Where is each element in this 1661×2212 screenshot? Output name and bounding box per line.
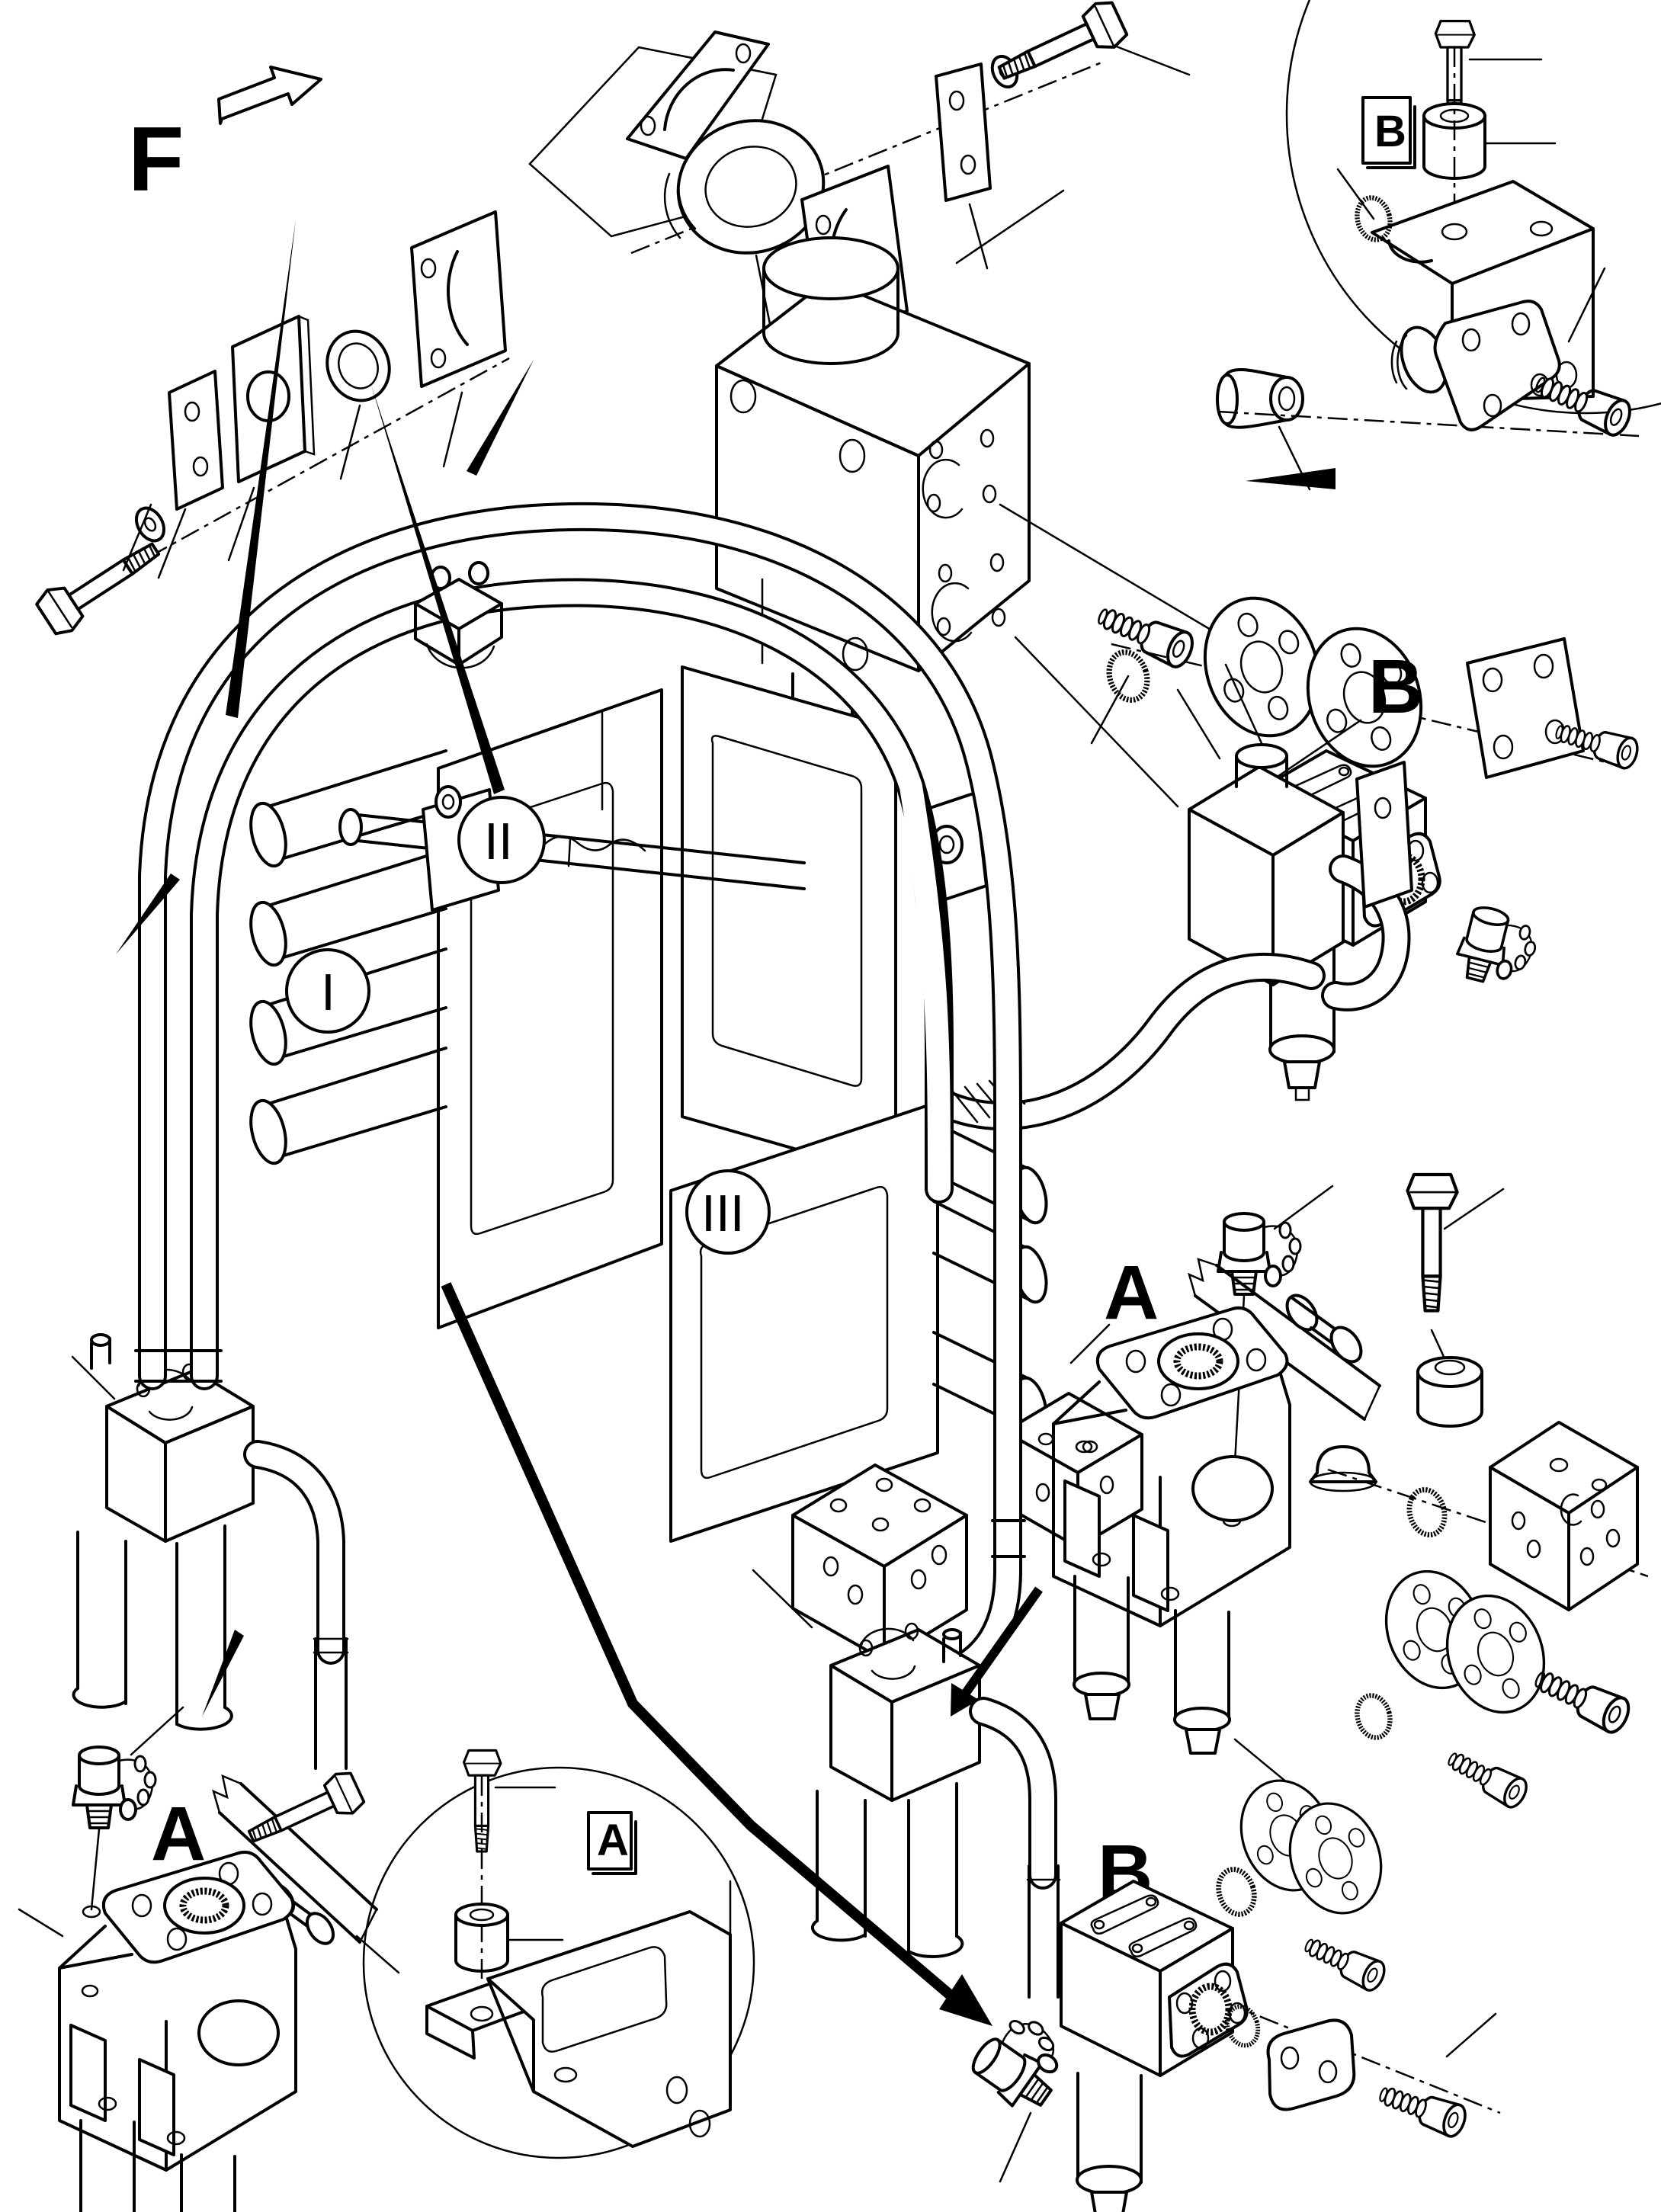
block-face-ports [922, 428, 1006, 643]
filter-assembly-bottom-right: B [963, 1738, 1501, 2212]
leader-line [1468, 58, 1557, 145]
elbow-tube [243, 1440, 349, 1770]
socket-head-bolt [1298, 1928, 1390, 1996]
leader-line [355, 1935, 400, 1974]
clamp-half-upper [626, 30, 770, 160]
marker-leader-squiggle [543, 835, 646, 852]
leader-line [752, 1569, 813, 1629]
section-markers: I II III [285, 796, 771, 1255]
arrow-to-clamp-assembly [226, 220, 296, 718]
boxed-label-b: B [1361, 96, 1416, 169]
view-arrow-outline [217, 66, 322, 125]
assembly-label: A [1104, 1250, 1159, 1335]
leader-line [1069, 1185, 1505, 1364]
mounting-bracket [425, 1910, 732, 2148]
leader-line [494, 1786, 564, 1941]
elbow-tube [969, 1697, 1061, 1999]
lubricator-assembly-mid-right: A [1053, 1175, 1649, 1813]
o-ring [1352, 1692, 1394, 1742]
clamp-plate [935, 63, 992, 202]
arrow-to-left-manifold [116, 874, 180, 954]
marker-circle-1 [285, 948, 370, 1034]
thick-leader-arrows [116, 220, 1043, 2026]
detail-boundary-circle [1285, 0, 1661, 415]
clamp-plate [168, 370, 224, 511]
washer [134, 506, 166, 543]
arrow-to-block [467, 360, 534, 476]
hex-bolt [463, 1749, 502, 1853]
arrow-to-manifold-head [951, 1683, 979, 1717]
split-flange-filter-row: B [1090, 582, 1643, 1100]
bottom-center-manifold [752, 1569, 1061, 1999]
detail-circle-bottom-center: A [362, 1749, 755, 2159]
view-label-f: F [128, 108, 184, 210]
fitting-parts-row-upper [1216, 168, 1640, 491]
svg-text:III: III [701, 1187, 745, 1243]
return-filter-unit [1061, 1881, 1247, 2212]
block-top-boss [762, 236, 899, 365]
clamp-half-lower [410, 210, 507, 388]
braid-hatching [951, 1076, 1026, 1124]
spacer-bushing [454, 1903, 509, 1973]
lubricator-assembly-bottom-left: A [18, 1706, 400, 2212]
adapter-plate [1466, 637, 1585, 779]
gland-spacer [1416, 1329, 1483, 1428]
hose-collar [134, 1349, 1026, 1558]
socket-head-bolt [1441, 1742, 1532, 1813]
socket-head-bolt [1528, 1660, 1635, 1738]
port-block-cube [1489, 1421, 1639, 1611]
socket-head-bolt [1374, 2076, 1471, 2141]
hex-bolt-long [1408, 1175, 1457, 1311]
assembly-label: A [151, 1791, 206, 1877]
marker-circle-2 [457, 796, 546, 884]
leader-line [1090, 675, 1130, 745]
leader-line [1336, 168, 1375, 220]
svg-text:I: I [321, 966, 335, 1022]
o-ring [1405, 1486, 1450, 1539]
plug-fitting [1216, 367, 1304, 429]
dual-lubricator-unit [1053, 1308, 1290, 1753]
mounting-strip [212, 1774, 378, 1944]
arrow-to-pipe-ring [371, 385, 505, 794]
view-direction-marker: F [128, 66, 322, 210]
leader-line [1567, 267, 1606, 343]
left-elbow-manifold [71, 913, 349, 1770]
valve-section-2 [681, 578, 988, 1179]
valve-bank-assembly [249, 578, 1413, 1662]
plug-dome [1309, 1445, 1377, 1492]
relief-valve-block [1176, 663, 1413, 1011]
arrow-to-filter-b-head [939, 1974, 992, 2026]
flange-fitting [1390, 300, 1561, 431]
hex-bolt [31, 527, 170, 641]
clamp-block [231, 315, 316, 483]
grease-fitting [1451, 902, 1544, 993]
main-hose-arcs [134, 502, 1026, 1695]
direction-arrow-small [1246, 468, 1336, 489]
arrow-to-manifold-shaft [958, 1586, 1043, 1701]
arrow-to-bottom-left-assembly [202, 1630, 244, 1717]
grease-fitting [1217, 1212, 1302, 1296]
socket-head-bolt [1093, 598, 1198, 670]
marker-circle-3 [685, 1169, 771, 1255]
filter-assembly-label: B [1368, 644, 1423, 729]
boxed-label-a: A [587, 1811, 637, 1875]
svg-text:A: A [597, 1816, 629, 1865]
o-ring [1213, 1865, 1259, 1919]
arrow-to-filter-b-shaft [441, 1282, 958, 2003]
grease-fitting [72, 1746, 157, 1829]
leader-line [71, 1355, 116, 1400]
svg-text:B: B [1374, 107, 1406, 156]
leader-line [18, 1706, 184, 1938]
pipe-ring [325, 329, 391, 402]
pipe-sleeve [663, 119, 826, 255]
detail-boundary-circle [362, 1766, 755, 2159]
svg-text:II: II [484, 815, 513, 871]
leader-line [955, 189, 1236, 808]
cover-plate [1266, 2018, 1356, 2111]
spacer-sleeve [1285, 1294, 1363, 1364]
